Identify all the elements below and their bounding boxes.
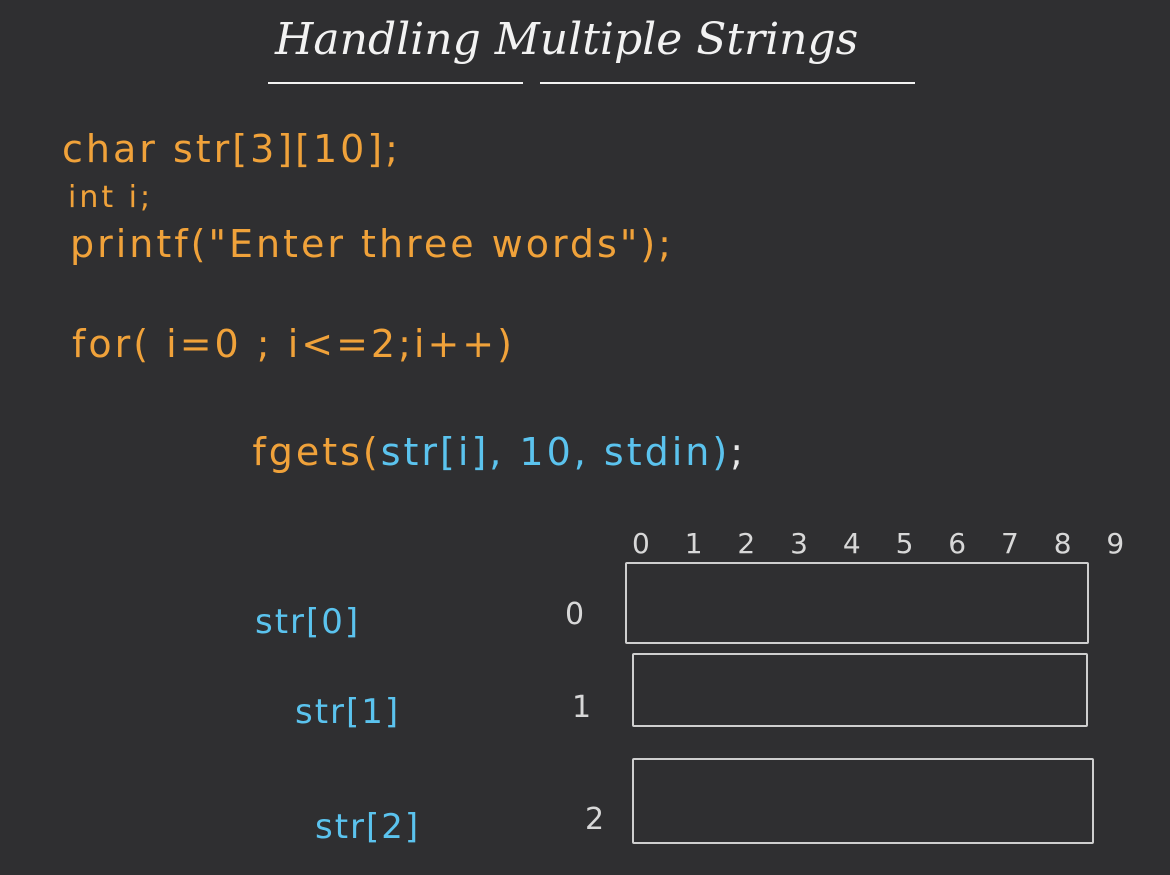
row-index-1: 1 bbox=[572, 690, 592, 725]
title-underline-right bbox=[540, 82, 915, 84]
row-label-str1: str[1] bbox=[295, 692, 401, 732]
string-row-box-0 bbox=[625, 562, 1089, 644]
string-row-box-2 bbox=[632, 758, 1094, 844]
code-line-char-decl: char str[3][10]; bbox=[62, 127, 401, 171]
page-title: Handling Multiple Strings bbox=[275, 14, 859, 65]
code-line-int-decl: int i; bbox=[68, 180, 154, 215]
fgets-arguments: str[i], 10, stdin) bbox=[380, 430, 731, 474]
row-index-0: 0 bbox=[565, 597, 585, 632]
string-row-box-1 bbox=[632, 653, 1088, 727]
code-line-for: for( i=0 ; i<=2;i++) bbox=[72, 322, 515, 366]
row-label-str0: str[0] bbox=[255, 602, 361, 642]
row-label-str2: str[2] bbox=[315, 807, 421, 847]
fgets-semicolon: ; bbox=[730, 430, 747, 474]
code-line-fgets: fgets(str[i], 10, stdin); bbox=[192, 395, 746, 509]
title-underline-left bbox=[268, 82, 523, 84]
row-index-2: 2 bbox=[585, 802, 605, 837]
fgets-function-name: fgets bbox=[252, 430, 363, 474]
code-line-printf: printf("Enter three words"); bbox=[70, 222, 674, 266]
fgets-open-paren: ( bbox=[362, 430, 381, 474]
column-index-labels: 0 1 2 3 4 5 6 7 8 9 bbox=[632, 527, 1138, 560]
